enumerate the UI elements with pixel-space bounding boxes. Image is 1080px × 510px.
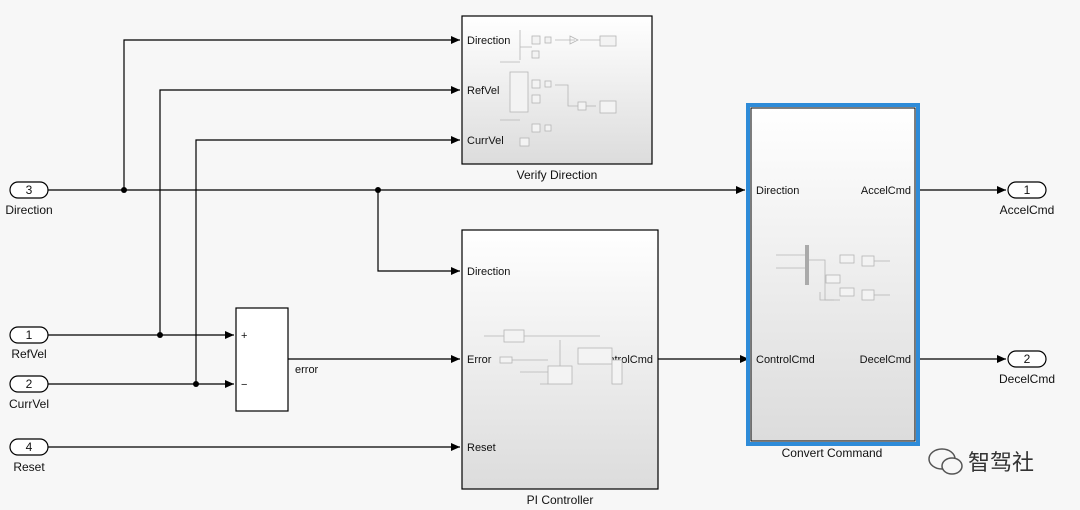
port-label-reset: Reset bbox=[467, 442, 496, 454]
inport-currvel[interactable]: 2 CurrVel bbox=[9, 375, 49, 411]
block-pi-controller[interactable]: Direction Error Reset ControlCmd PI Cont… bbox=[461, 229, 659, 507]
branch-point bbox=[375, 187, 381, 193]
inport-number: 2 bbox=[26, 377, 33, 391]
outport-accelcmd[interactable]: 1 AccelCmd bbox=[1000, 181, 1055, 217]
inport-label: Reset bbox=[13, 460, 45, 474]
inport-number: 4 bbox=[26, 440, 33, 454]
port-label-error: Error bbox=[467, 354, 492, 366]
block-convert-command[interactable]: Direction ControlCmd AccelCmd DecelCmd C… bbox=[746, 103, 920, 460]
wire-direction-to-pi[interactable] bbox=[377, 190, 460, 275]
block-internal-preview bbox=[484, 329, 623, 385]
inport-number: 3 bbox=[26, 183, 33, 197]
port-label-direction: Direction bbox=[467, 266, 510, 278]
outport-number: 2 bbox=[1024, 352, 1031, 366]
watermark: 智驾社 bbox=[928, 448, 1034, 475]
inport-label: Direction bbox=[5, 203, 52, 217]
signal-label-error: error bbox=[295, 364, 319, 376]
inport-shape[interactable] bbox=[9, 375, 49, 393]
outport-label: DecelCmd bbox=[999, 372, 1055, 386]
outport-number: 1 bbox=[1024, 183, 1031, 197]
sum-block[interactable]: + − error bbox=[235, 307, 319, 412]
outport-shape[interactable] bbox=[1007, 350, 1047, 368]
block-title: PI Controller bbox=[527, 493, 594, 507]
branch-point bbox=[157, 332, 163, 338]
sum-block-shape[interactable] bbox=[235, 307, 289, 412]
block-title: Convert Command bbox=[782, 446, 883, 460]
port-label-controlcmd: ControlCmd bbox=[756, 354, 815, 366]
sum-plus-sign: + bbox=[241, 330, 247, 342]
watermark-text: 智驾社 bbox=[968, 450, 1034, 475]
block-title: Verify Direction bbox=[517, 168, 598, 182]
block-internal-preview bbox=[776, 245, 890, 301]
port-label-direction: Direction bbox=[467, 35, 510, 47]
inport-refvel[interactable]: 1 RefVel bbox=[9, 326, 49, 361]
inport-shape[interactable] bbox=[9, 326, 49, 344]
inport-label: RefVel bbox=[11, 347, 46, 361]
port-label-accelcmd: AccelCmd bbox=[861, 185, 911, 197]
inport-reset[interactable]: 4 Reset bbox=[9, 438, 49, 474]
selection-highlight bbox=[746, 103, 920, 446]
outport-label: AccelCmd bbox=[1000, 203, 1055, 217]
port-label-refvel: RefVel bbox=[467, 85, 499, 97]
wire-currvel-to-verify[interactable] bbox=[195, 136, 460, 384]
outport-shape[interactable] bbox=[1007, 181, 1047, 199]
inport-number: 1 bbox=[26, 328, 33, 342]
wire-direction-to-verify[interactable] bbox=[123, 36, 460, 190]
inport-label: CurrVel bbox=[9, 397, 49, 411]
inport-shape[interactable] bbox=[9, 438, 49, 456]
branch-point bbox=[121, 187, 127, 193]
inport-direction[interactable]: 3 Direction bbox=[5, 181, 53, 217]
port-label-direction: Direction bbox=[756, 185, 799, 197]
wechat-icon-bubble bbox=[941, 457, 963, 475]
block-internal-preview bbox=[500, 30, 617, 147]
block-verify-direction[interactable]: Direction RefVel CurrVel Verify Directio… bbox=[461, 15, 653, 182]
wire-refvel-to-verify[interactable] bbox=[159, 86, 460, 335]
block-convert-command-shape[interactable] bbox=[750, 107, 916, 442]
inport-shape[interactable] bbox=[9, 181, 49, 199]
sum-minus-sign: − bbox=[241, 379, 247, 391]
branch-point bbox=[193, 381, 199, 387]
port-label-decelcmd: DecelCmd bbox=[860, 354, 911, 366]
signal-lines bbox=[48, 36, 1006, 451]
port-label-currvel: CurrVel bbox=[467, 135, 504, 147]
outport-decelcmd[interactable]: 2 DecelCmd bbox=[999, 350, 1055, 386]
block-verify-direction-shape[interactable] bbox=[461, 15, 653, 165]
